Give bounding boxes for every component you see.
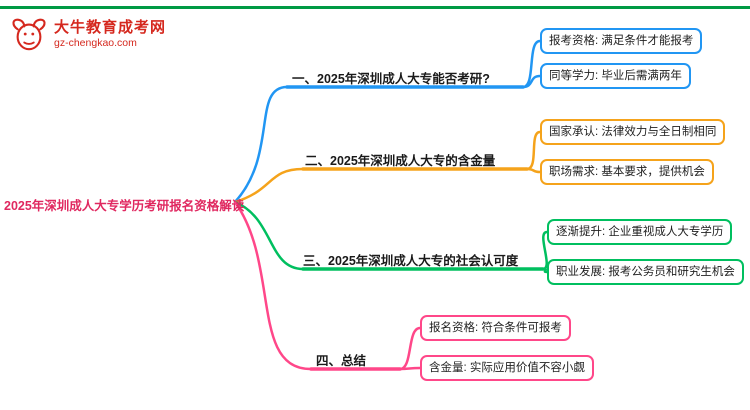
top-border-line — [0, 6, 750, 9]
leaf-node: 职业发展: 报考公务员和研究生机会 — [547, 259, 744, 285]
leaf-node: 逐渐提升: 企业重视成人大专学历 — [547, 219, 733, 245]
root-node: 2025年深圳成人大专学历考研报名资格解读 — [4, 199, 245, 213]
site-logo[interactable]: 大牛教育成考网 gz-chengkao.com — [10, 16, 166, 52]
leaf-node: 报考资格: 满足条件才能报考 — [540, 28, 703, 54]
branch-label-2: 二、2025年深圳成人大专的含金量 — [305, 154, 496, 168]
logo-domain: gz-chengkao.com — [54, 36, 137, 49]
branch-label-3: 三、2025年深圳成人大专的社会认可度 — [303, 254, 519, 268]
leaf-node: 职场需求: 基本要求，提供机会 — [540, 159, 714, 185]
leaf-node: 报名资格: 符合条件可报考 — [420, 315, 571, 341]
branch-4-connectors — [233, 200, 422, 371]
logo-title: 大牛教育成考网 — [54, 19, 167, 37]
leaf-node: 含金量: 实际应用价值不容小觑 — [420, 355, 594, 381]
branch-label-1: 一、2025年深圳成人大专能否考研? — [292, 72, 490, 86]
leaf-node: 国家承认: 法律效力与全日制相同 — [540, 119, 726, 145]
branch-label-4: 四、总结 — [316, 354, 367, 368]
bull-head-icon — [10, 16, 48, 52]
branch-1-connectors — [233, 39, 542, 204]
leaf-node: 同等学力: 毕业后需满两年 — [540, 63, 691, 89]
